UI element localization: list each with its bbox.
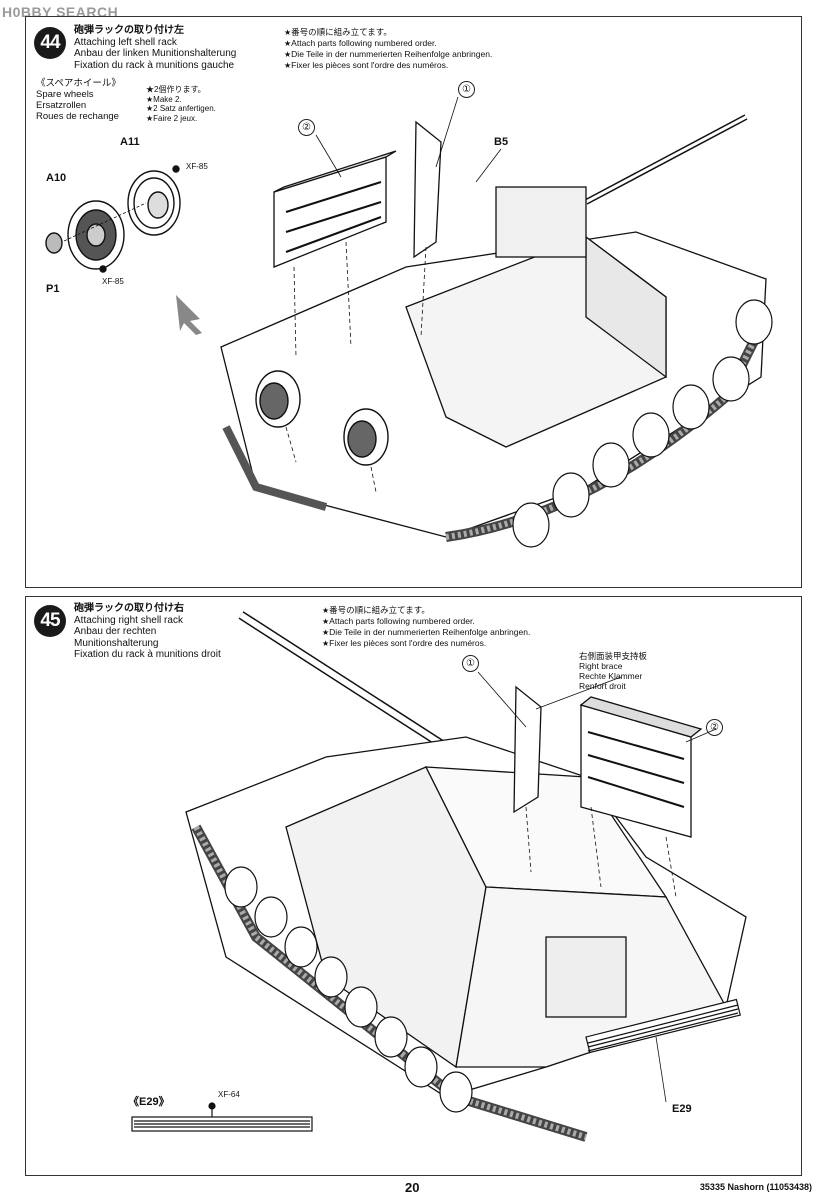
note-en: Attach parts following numbered order.	[284, 38, 492, 49]
step-marker-1: ①	[462, 655, 479, 672]
road-wheels	[224, 866, 473, 1113]
note-jp: 番号の順に組み立てます。	[284, 27, 492, 38]
leader-e29	[655, 1036, 667, 1103]
step-44-drawing	[45, 96, 773, 548]
spare-note-jp: 2個作ります。	[146, 85, 216, 95]
right-brace	[513, 685, 542, 814]
step-title-block: 砲弾ラックの取り付け右 Attaching right shell rack A…	[74, 603, 221, 661]
spare-notes: 2個作ります。 Make 2. 2 Satz anfertigen. Faire…	[146, 85, 216, 123]
spare-wheels-title: 《スペアホイール》 Spare wheels Ersatzrollen Roue…	[36, 78, 121, 122]
spare-en: Spare wheels	[36, 89, 94, 100]
leader-2	[315, 134, 342, 178]
spare-wheels-mounted	[255, 370, 389, 466]
leader-1	[477, 671, 527, 728]
title-de: Anbau der rechten	[74, 626, 157, 637]
spare-jp: 《スペアホイール》	[36, 78, 121, 89]
e29-part	[131, 1102, 313, 1132]
title-en: Attaching left shell rack	[74, 36, 177, 48]
e29-mounted	[585, 998, 741, 1054]
left-brace	[413, 120, 442, 259]
spare-wheel-parts	[45, 165, 181, 273]
tank-hull-left-view	[220, 114, 771, 542]
note-de: Die Teile in der nummerierten Reihenfolg…	[322, 627, 530, 638]
step-marker-1: ①	[458, 81, 475, 98]
brace-en: Right brace	[579, 661, 623, 671]
spare-de: Ersatzrollen	[36, 100, 87, 111]
page-number: 20	[405, 1180, 420, 1195]
label-xf85-top: XF-85	[186, 162, 208, 171]
step-title-block: 砲弾ラックの取り付け左 Attaching left shell rack An…	[74, 25, 236, 71]
step-number: 45	[34, 605, 66, 637]
right-shell-rack	[579, 696, 703, 838]
step-45-panel: 45 砲弾ラックの取り付け右 Attaching right shell rac…	[25, 596, 802, 1176]
title-en: Attaching right shell rack	[74, 614, 183, 626]
note-fr: Fixer les pièces sont l'ordre des numéro…	[284, 60, 492, 71]
title-fr: Fixation du rack à munitions droit	[74, 649, 221, 660]
spare-note-fr: Faire 2 jeux.	[146, 114, 216, 124]
label-p1: P1	[46, 283, 60, 295]
label-a10: A10	[46, 172, 67, 184]
spare-fr: Roues de rechange	[36, 111, 119, 122]
note-en: Attach parts following numbered order.	[322, 616, 530, 627]
leader-b5	[475, 148, 502, 183]
step-marker-2: ②	[706, 719, 723, 736]
brace-fr: Renfort droit	[579, 681, 626, 691]
guide-lines	[285, 241, 427, 493]
leader-brace	[535, 676, 622, 710]
label-e29: E29	[672, 1103, 692, 1115]
gun-barrel	[238, 611, 449, 751]
note-fr: Fixer les pièces sont l'ordre des numéro…	[322, 638, 530, 649]
spare-note-de: 2 Satz anfertigen.	[146, 104, 216, 114]
guide-lines	[525, 806, 677, 898]
brace-de: Rechte Klammer	[579, 671, 643, 681]
label-a11: A11	[120, 136, 140, 148]
title-de-2: Munitionshalterung	[74, 637, 159, 649]
note-jp: 番号の順に組み立てます。	[322, 605, 530, 616]
step-marker-2: ②	[298, 119, 315, 136]
assembly-notes: 番号の順に組み立てます。 Attach parts following numb…	[322, 605, 530, 649]
direction-arrow	[176, 295, 202, 335]
brace-jp: 右側面装甲支持板	[579, 651, 648, 661]
assembly-notes: 番号の順に組み立てます。 Attach parts following numb…	[284, 27, 492, 71]
note-de: Die Teile in der nummerierten Reihenfolg…	[284, 49, 492, 60]
spare-note-en: Make 2.	[146, 95, 216, 105]
leader-1	[435, 96, 459, 168]
title-jp: 砲弾ラックの取り付け右	[74, 603, 184, 614]
e29-part-label: 《E29》	[128, 1096, 170, 1108]
label-xf64: XF-64	[218, 1090, 240, 1099]
label-xf85-bottom: XF-85	[102, 277, 124, 286]
product-code: 35335 Nashorn (11053438)	[699, 1182, 812, 1192]
title-fr: Fixation du rack à munitions gauche	[74, 59, 235, 71]
left-shell-rack	[273, 150, 397, 268]
step-number: 44	[34, 27, 66, 59]
step-45-drawing	[131, 611, 747, 1142]
step-44-panel: 44 砲弾ラックの取り付け左 Attaching left shell rack…	[25, 16, 802, 588]
title-jp: 砲弾ラックの取り付け左	[74, 25, 184, 36]
right-brace-label: 右側面装甲支持板 Right brace Rechte Klammer Renf…	[579, 651, 647, 691]
road-wheels	[512, 299, 773, 548]
title-de: Anbau der linken Munitionshalterung	[74, 48, 237, 59]
label-b5: B5	[494, 136, 509, 148]
